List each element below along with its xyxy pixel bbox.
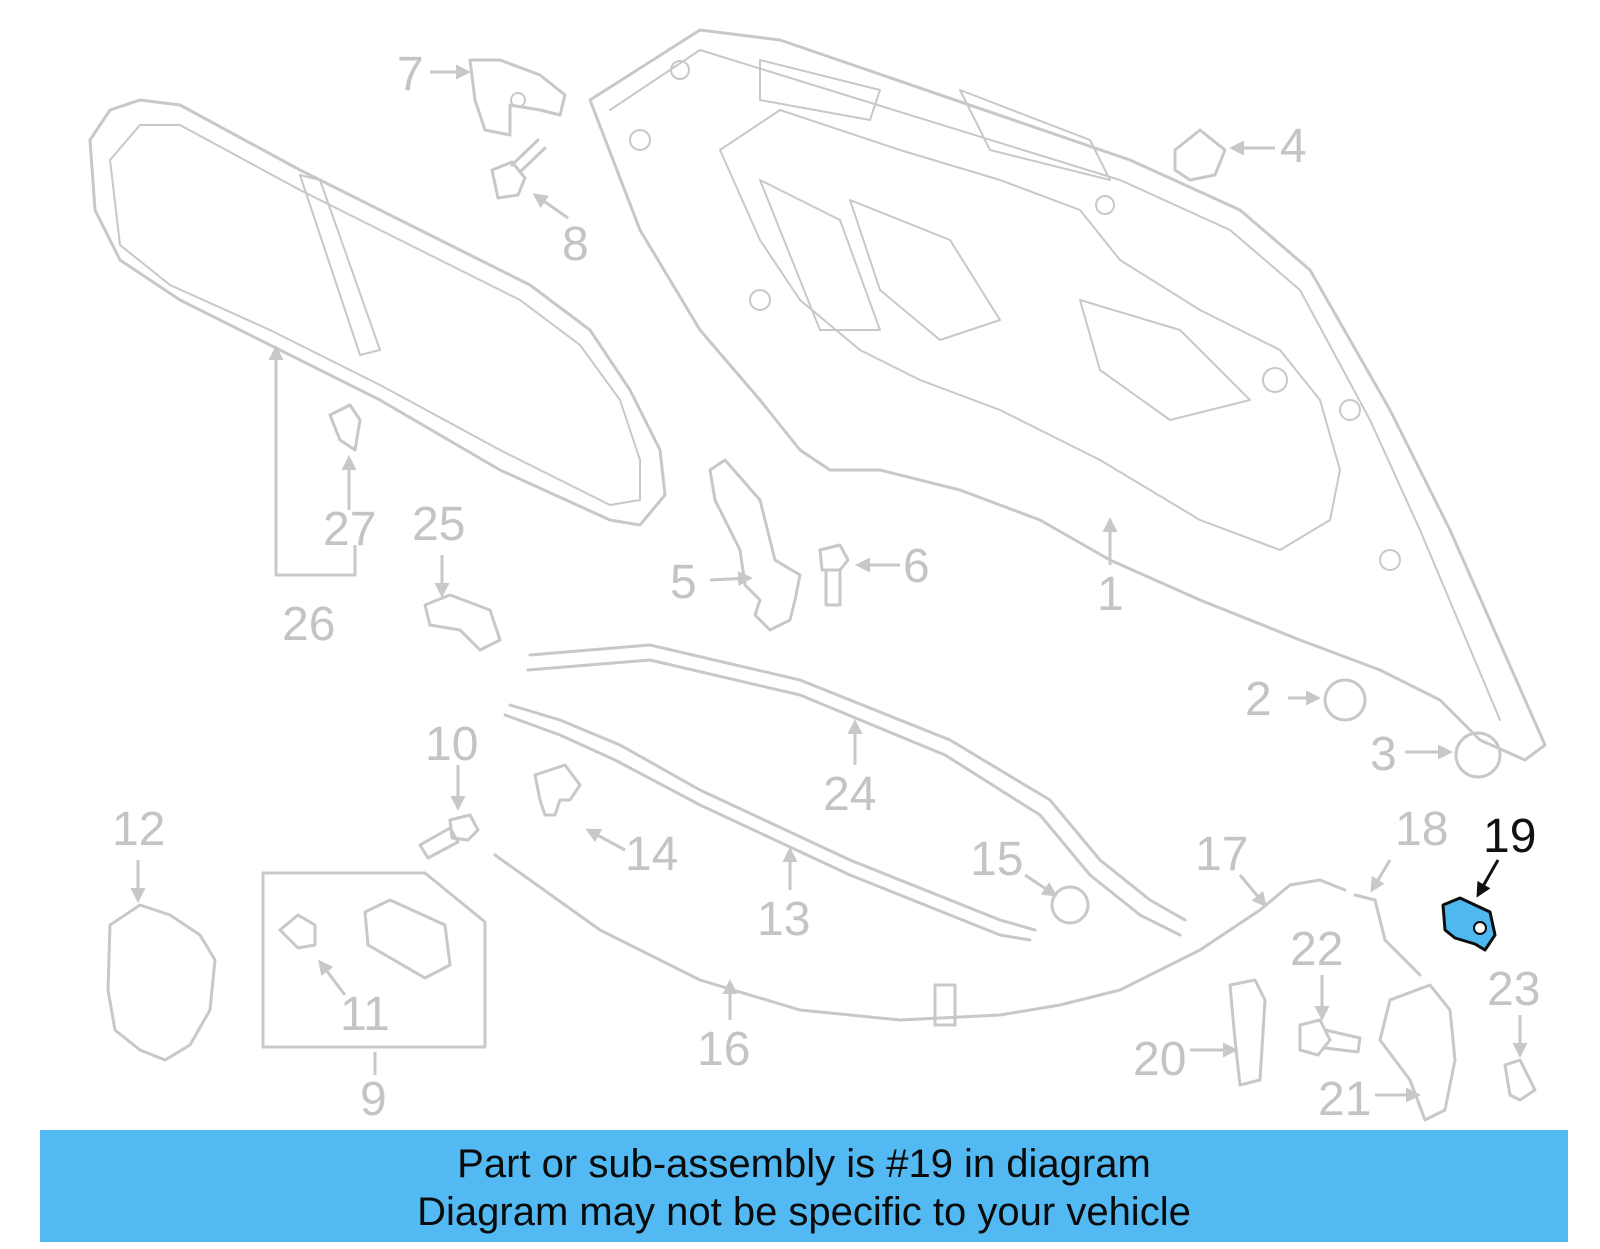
callout-18: 18 xyxy=(1395,803,1448,856)
bracket-part-12 xyxy=(106,903,217,1062)
bumper-part-4 xyxy=(1173,128,1227,182)
callout-12: 12 xyxy=(112,803,165,856)
bolt-part-22 xyxy=(1298,1018,1362,1057)
callout-5: 5 xyxy=(670,556,697,609)
bolt-part-10 xyxy=(418,813,480,860)
callout-26: 26 xyxy=(282,598,335,651)
callout-6: 6 xyxy=(903,540,930,593)
callout-20: 20 xyxy=(1133,1033,1186,1086)
plug-part-2 xyxy=(1323,678,1367,722)
callout-22: 22 xyxy=(1290,923,1343,976)
callout-3: 3 xyxy=(1370,728,1397,781)
banner-part-notice: Part or sub-assembly is #19 in diagram xyxy=(457,1142,1151,1186)
callout-labels: 1 2 3 4 5 6 7 8 9 10 11 12 13 14 15 16 1… xyxy=(112,48,1540,1126)
callout-10: 10 xyxy=(425,718,478,771)
callout-24: 24 xyxy=(823,768,876,821)
callout-1: 1 xyxy=(1097,568,1124,621)
callout-11: 11 xyxy=(340,988,390,1041)
prop-rod-part-13 xyxy=(503,703,1037,942)
banner-disclaimer: Diagram may not be specific to your vehi… xyxy=(417,1190,1191,1234)
clip-part-27 xyxy=(328,403,362,452)
hood-insulator-part xyxy=(88,98,667,527)
clip-part-25 xyxy=(423,593,502,652)
callout-25: 25 xyxy=(412,498,465,551)
grommet-part-15 xyxy=(1050,885,1090,925)
callout-19: 19 xyxy=(1483,810,1536,863)
callout-14: 14 xyxy=(625,828,678,881)
handle-part-20 xyxy=(1228,978,1267,1087)
leader-lines xyxy=(130,64,1528,1103)
callout-16: 16 xyxy=(697,1023,750,1076)
callout-23: 23 xyxy=(1487,963,1540,1016)
grommet-part-14 xyxy=(533,763,582,817)
clip-part-23 xyxy=(1503,1058,1537,1102)
bracket-part-7 xyxy=(468,58,567,137)
callout-2: 2 xyxy=(1245,673,1272,726)
release-cable-part-16 xyxy=(493,853,1347,1027)
weatherstrip-part-24 xyxy=(526,643,1187,937)
callout-4: 4 xyxy=(1280,120,1307,173)
cable-end-part-18 xyxy=(1353,893,1422,977)
plug-part-3 xyxy=(1454,731,1502,779)
callout-9: 9 xyxy=(360,1073,387,1126)
bolt-part-8 xyxy=(490,138,547,200)
callout-8: 8 xyxy=(562,218,589,271)
latch-bracket-part-21 xyxy=(1378,983,1457,1122)
callout-27: 27 xyxy=(323,503,376,556)
bolt-part-6 xyxy=(818,543,850,607)
callout-7: 7 xyxy=(397,48,424,101)
callout-13: 13 xyxy=(757,893,810,946)
info-banner: Part or sub-assembly is #19 in diagram D… xyxy=(40,1130,1568,1242)
lock-assembly-part-9 xyxy=(261,871,487,1049)
highlighted-part-19 xyxy=(1441,896,1497,952)
callout-17: 17 xyxy=(1195,828,1248,881)
hood-panel-part xyxy=(588,28,1547,762)
callout-21: 21 xyxy=(1318,1073,1371,1126)
parts-diagram: 1 2 3 4 5 6 7 8 9 10 11 12 13 14 15 16 1… xyxy=(88,28,1547,1126)
hinge-part-5 xyxy=(708,458,802,632)
callout-15: 15 xyxy=(970,833,1023,886)
